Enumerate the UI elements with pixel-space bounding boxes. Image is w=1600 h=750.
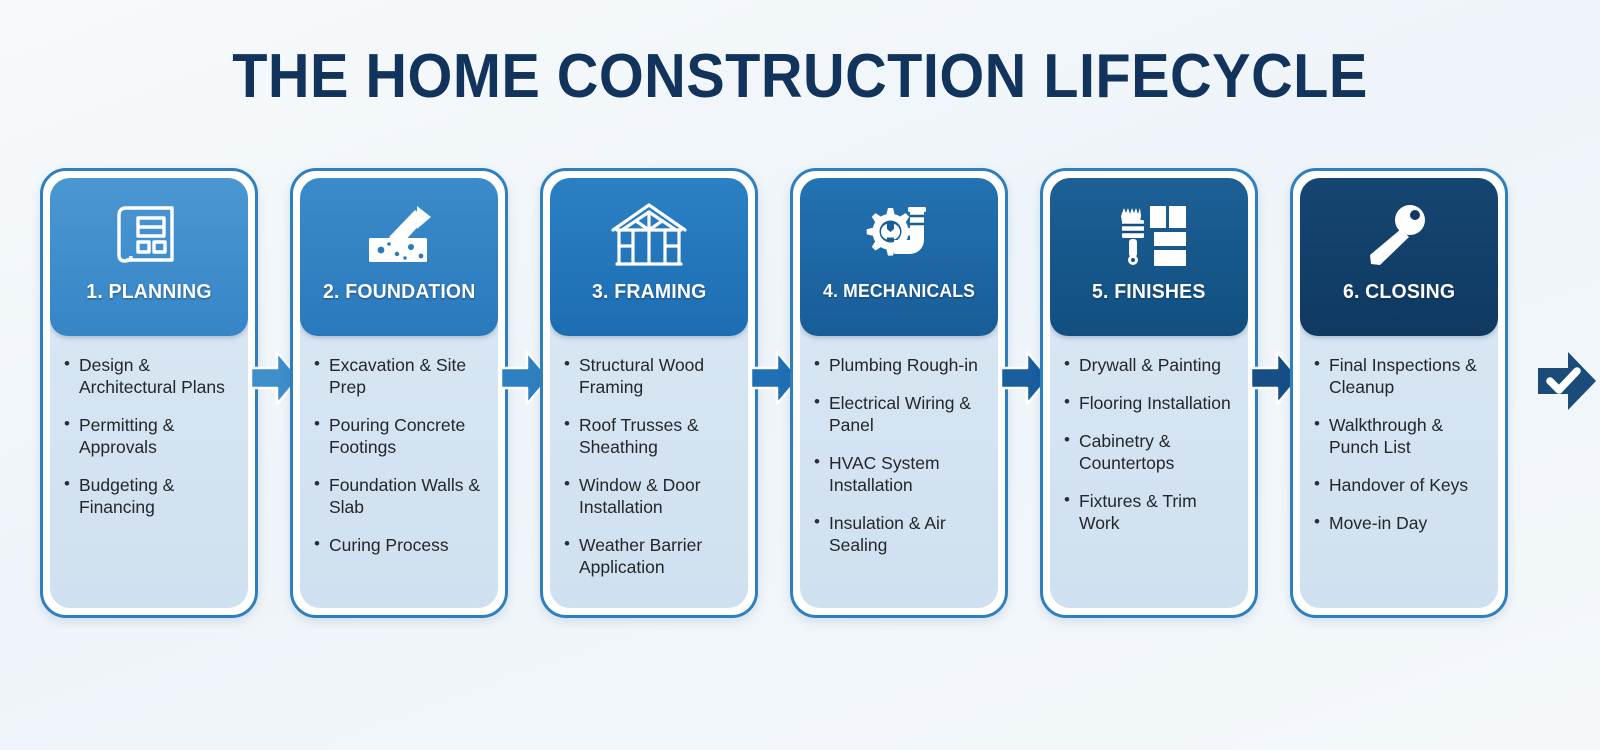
stage-title: 1. PLANNING — [86, 280, 212, 303]
list-item: Permitting & Approvals — [62, 413, 238, 458]
flow-arrow-2 — [499, 168, 551, 618]
stage-items-list: Excavation & Site Prep Pouring Concrete … — [312, 353, 488, 556]
stage-card-inner: 1. PLANNING Design & Architectural Plans… — [50, 178, 248, 608]
stage-card-mechanicals[interactable]: 4. MECHANICALS Plumbing Rough-in Electri… — [790, 168, 1008, 618]
list-item: Walkthrough & Punch List — [1312, 413, 1488, 458]
list-item: Pouring Concrete Footings — [312, 413, 488, 458]
title-block: THE HOME CONSTRUCTION LIFECYCLE — [0, 0, 1600, 108]
stage-body: Design & Architectural Plans Permitting … — [50, 338, 248, 608]
stage-body: Excavation & Site Prep Pouring Concrete … — [300, 338, 498, 608]
check-arrow-icon — [1538, 352, 1596, 410]
list-item: Design & Architectural Plans — [62, 353, 238, 398]
list-item: Roof Trusses & Sheathing — [562, 413, 738, 458]
list-item: Flooring Installation — [1062, 391, 1238, 414]
list-item: Insulation & Air Sealing — [812, 511, 988, 556]
stage-header-framing: 3. FRAMING — [550, 178, 748, 336]
stage-title: 6. CLOSING — [1342, 280, 1456, 303]
list-item: Drywall & Painting — [1062, 353, 1238, 376]
stage-title: 2. FOUNDATION — [322, 280, 476, 303]
key-icon — [1366, 194, 1432, 276]
list-item: Structural Wood Framing — [562, 353, 738, 398]
list-item: Electrical Wiring & Panel — [812, 391, 988, 436]
stage-card-inner: 5. FINISHES Drywall & Painting Flooring … — [1050, 178, 1248, 608]
list-item: Weather Barrier Application — [562, 533, 738, 578]
stage-title: 3. FRAMING — [591, 280, 707, 303]
blueprint-icon — [112, 194, 186, 276]
list-item: Budgeting & Financing — [62, 473, 238, 518]
list-item: Foundation Walls & Slab — [312, 473, 488, 518]
flow-arrow-5 — [1249, 168, 1301, 618]
stage-header-foundation: 2. FOUNDATION — [300, 178, 498, 336]
page-title: THE HOME CONSTRUCTION LIFECYCLE — [232, 42, 1368, 111]
lifecycle-flow: 1. PLANNING Design & Architectural Plans… — [0, 168, 1600, 628]
list-item: Curing Process — [312, 533, 488, 556]
stage-card-inner: 2. FOUNDATION Excavation & Site Prep Pou… — [300, 178, 498, 608]
list-item: HVAC System Installation — [812, 451, 988, 496]
stage-card-inner: 6. CLOSING Final Inspections & Cleanup W… — [1300, 178, 1498, 608]
list-item: Fixtures & Trim Work — [1062, 489, 1238, 534]
stage-body: Plumbing Rough-in Electrical Wiring & Pa… — [800, 338, 998, 608]
list-item: Excavation & Site Prep — [312, 353, 488, 398]
stage-header-finishes: 5. FINISHES — [1050, 178, 1248, 336]
list-item: Cabinetry & Countertops — [1062, 429, 1238, 474]
flow-arrow-1 — [249, 168, 301, 618]
list-item: Plumbing Rough-in — [812, 353, 988, 376]
stage-card-inner: 4. MECHANICALS Plumbing Rough-in Electri… — [800, 178, 998, 608]
stage-card-finishes[interactable]: 5. FINISHES Drywall & Painting Flooring … — [1040, 168, 1258, 618]
stage-body: Final Inspections & Cleanup Walkthrough … — [1300, 338, 1498, 608]
paintbrush-icon — [1110, 194, 1188, 276]
gear-pipe-icon — [860, 194, 938, 276]
completion-marker — [1536, 350, 1598, 412]
stage-title: 5. FINISHES — [1092, 280, 1206, 303]
stage-items-list: Final Inspections & Cleanup Walkthrough … — [1312, 353, 1488, 534]
stage-header-planning: 1. PLANNING — [50, 178, 248, 336]
flow-arrow-4 — [999, 168, 1051, 618]
stage-card-foundation[interactable]: 2. FOUNDATION Excavation & Site Prep Pou… — [290, 168, 508, 618]
stage-items-list: Structural Wood Framing Roof Trusses & S… — [562, 353, 738, 578]
flow-arrow-3 — [749, 168, 801, 618]
stage-header-closing: 6. CLOSING — [1300, 178, 1498, 336]
stage-items-list: Drywall & Painting Flooring Installation… — [1062, 353, 1238, 534]
list-item: Handover of Keys — [1312, 473, 1488, 496]
stage-header-mechanicals: 4. MECHANICALS — [800, 178, 998, 336]
trowel-concrete-icon — [361, 194, 437, 276]
stage-card-framing[interactable]: 3. FRAMING Structural Wood Framing Roof … — [540, 168, 758, 618]
list-item: Final Inspections & Cleanup — [1312, 353, 1488, 398]
stage-card-inner: 3. FRAMING Structural Wood Framing Roof … — [550, 178, 748, 608]
stage-items-list: Plumbing Rough-in Electrical Wiring & Pa… — [812, 353, 988, 556]
stage-title: 4. MECHANICALS — [822, 280, 976, 301]
stage-card-closing[interactable]: 6. CLOSING Final Inspections & Cleanup W… — [1290, 168, 1508, 618]
stage-card-planning[interactable]: 1. PLANNING Design & Architectural Plans… — [40, 168, 258, 618]
list-item: Window & Door Installation — [562, 473, 738, 518]
list-item: Move-in Day — [1312, 511, 1488, 534]
stage-items-list: Design & Architectural Plans Permitting … — [62, 353, 238, 518]
house-frame-icon — [609, 194, 689, 276]
stage-body: Structural Wood Framing Roof Trusses & S… — [550, 338, 748, 608]
stage-body: Drywall & Painting Flooring Installation… — [1050, 338, 1248, 608]
